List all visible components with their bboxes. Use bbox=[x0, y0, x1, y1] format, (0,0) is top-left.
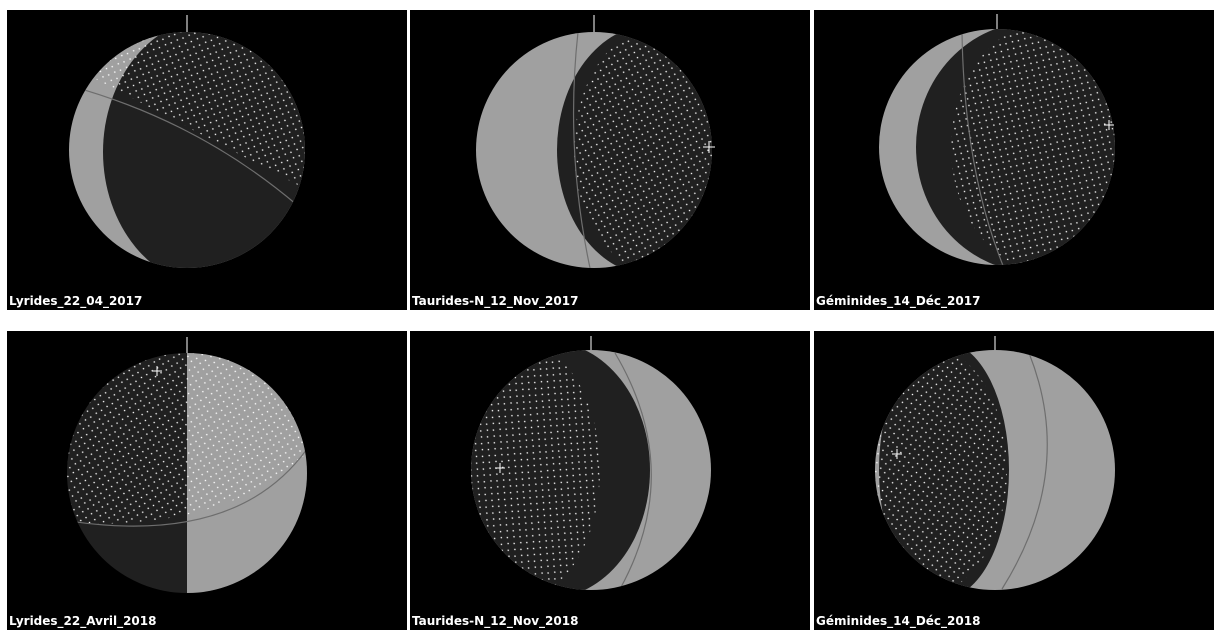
radiant-marker bbox=[1104, 120, 1114, 130]
sphere-graphic bbox=[875, 336, 1115, 590]
panel-lyrides-2018: Lyrides_22_Avril_2018 bbox=[7, 331, 407, 630]
panel-caption: Taurides-N_12_Nov_2017 bbox=[412, 294, 579, 308]
panel-taurides-2017: Taurides-N_12_Nov_2017 bbox=[410, 10, 810, 310]
radiant-marker bbox=[495, 463, 505, 473]
sphere-graphic bbox=[69, 15, 305, 268]
ecliptic-line bbox=[68, 448, 307, 527]
panel-caption: Taurides-N_12_Nov_2018 bbox=[412, 614, 579, 628]
radiant-marker bbox=[703, 141, 715, 153]
ecliptic-line bbox=[69, 84, 298, 206]
star-dots bbox=[951, 29, 1115, 265]
meridian-line bbox=[1001, 352, 1048, 590]
star-dots bbox=[574, 32, 712, 268]
panel-caption: Géminides_14_Déc_2017 bbox=[816, 294, 981, 308]
star-dots bbox=[69, 32, 305, 195]
sphere-graphic bbox=[67, 337, 307, 593]
panel-caption: Lyrides_22_Avril_2018 bbox=[9, 614, 157, 628]
star-dots bbox=[875, 350, 1007, 590]
panel-geminides-2018: Géminides_14_Déc_2018 bbox=[814, 331, 1214, 630]
radiant-marker bbox=[152, 366, 162, 376]
meridian-line bbox=[614, 352, 652, 590]
meridian-line bbox=[961, 31, 1005, 265]
star-dots bbox=[471, 350, 600, 590]
meridian-line bbox=[572, 32, 591, 268]
panel-caption: Géminides_14_Déc_2018 bbox=[816, 614, 981, 628]
sphere-graphic bbox=[476, 15, 715, 268]
sphere-graphic bbox=[471, 336, 711, 590]
panel-taurides-2018: Taurides-N_12_Nov_2018 bbox=[410, 331, 810, 630]
panel-geminides-2017: Géminides_14_Déc_2017 bbox=[814, 10, 1214, 310]
radiant-marker bbox=[892, 449, 902, 459]
star-dots bbox=[67, 353, 307, 524]
sphere-graphic bbox=[879, 14, 1115, 265]
panel-caption: Lyrides_22_04_2017 bbox=[9, 294, 143, 308]
panel-lyrides-2017: Lyrides_22_04_2017 bbox=[7, 10, 407, 310]
